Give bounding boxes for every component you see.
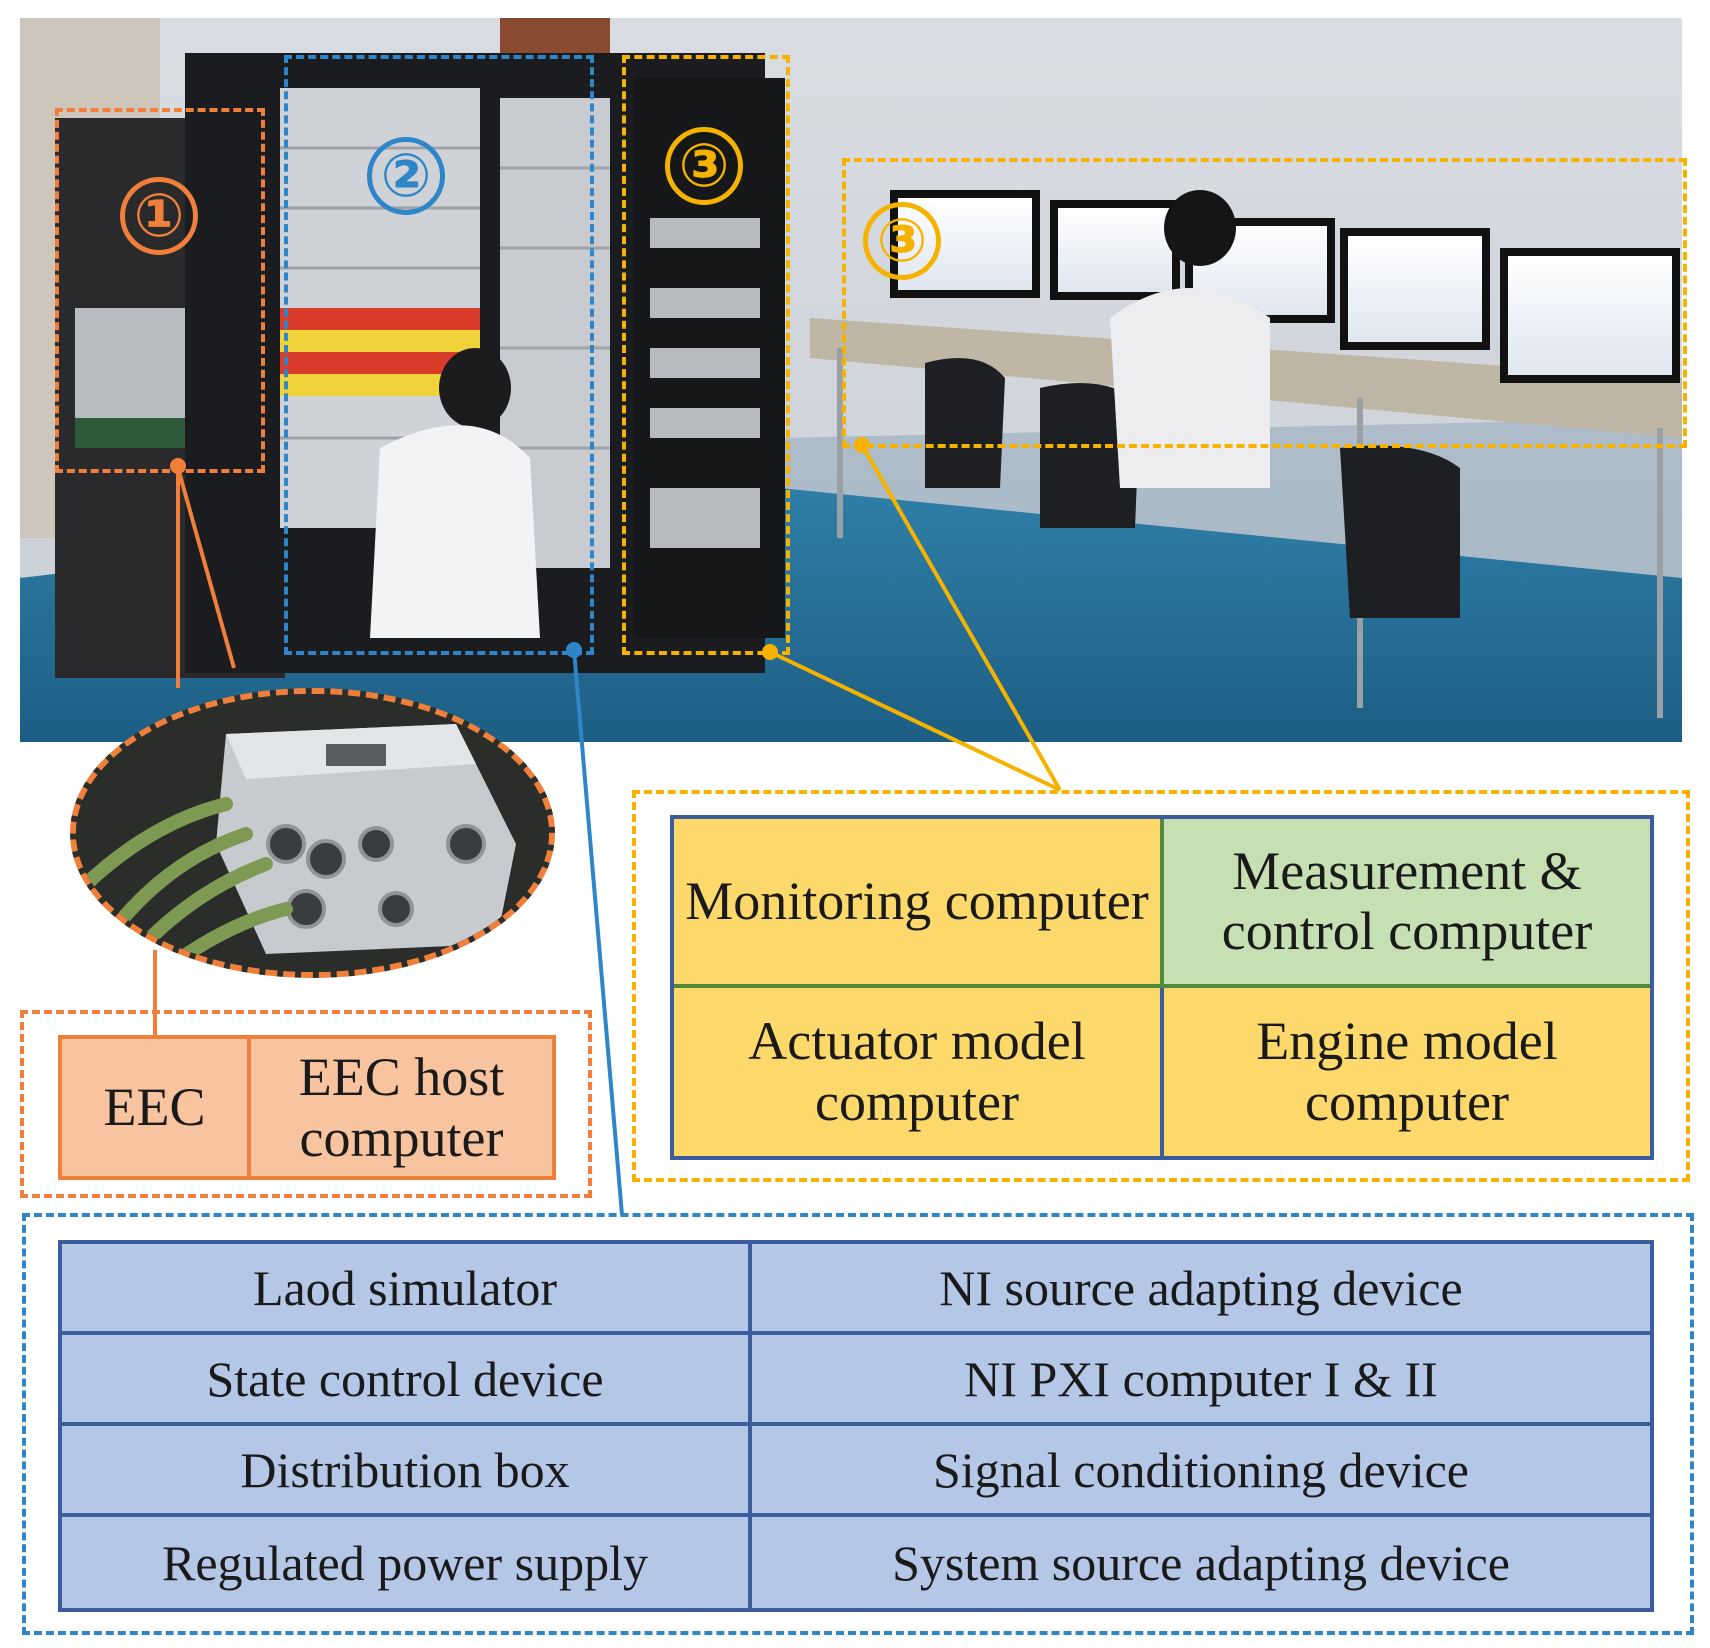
group3-rack-photo-box — [622, 55, 790, 655]
group1-photo-box — [55, 108, 265, 473]
ni-pxi-computer-cell: NI PXI computer I & II — [752, 1335, 1650, 1426]
group2-table: Laod simulator NI source adapting device… — [58, 1240, 1654, 1612]
marker-2: ② — [367, 137, 445, 215]
group3-desk-photo-box — [842, 158, 1687, 448]
group3-connector-line-a — [769, 650, 1061, 792]
marker-3-desk: ③ — [863, 202, 941, 280]
group1-table: EEC EEC host computer — [58, 1035, 556, 1180]
eec-host-computer-cell: EEC host computer — [298, 1047, 505, 1168]
group2-connector-dot — [566, 642, 582, 658]
monitoring-computer-cell: Monitoring computer — [674, 819, 1164, 988]
marker-3-rack: ③ — [665, 127, 743, 205]
group2-dashed-frame — [22, 1213, 1694, 1635]
eec-cell: EEC — [62, 1039, 251, 1176]
ni-source-adapting-device-cell: NI source adapting device — [752, 1244, 1650, 1335]
group2-photo-box — [284, 55, 594, 655]
group1-dashed-frame — [20, 1010, 592, 1198]
eec-closeup-inset — [70, 688, 555, 978]
actuator-model-computer-cell: Actuator model computer — [674, 987, 1164, 1156]
marker-1: ① — [120, 177, 198, 255]
signal-conditioning-device-cell: Signal conditioning device — [752, 1426, 1650, 1517]
group3-dashed-frame — [632, 790, 1690, 1182]
group3-table: Monitoring computer Measurement & contro… — [670, 815, 1654, 1160]
group1-connector-dot — [170, 458, 186, 474]
measurement-control-computer-cell: Measurement & control computer — [1164, 819, 1650, 988]
group3-connector-line-b — [860, 444, 1062, 791]
state-control-device-cell: State control device — [62, 1335, 752, 1426]
load-simulator-cell: Laod simulator — [62, 1244, 752, 1335]
distribution-box-cell: Distribution box — [62, 1426, 752, 1517]
engine-model-computer-cell: Engine model computer — [1164, 987, 1650, 1156]
group1-connector-line-b — [176, 467, 236, 669]
system-source-adapting-device-cell: System source adapting device — [892, 1534, 1510, 1591]
regulated-power-supply-cell: Regulated power supply — [62, 1517, 752, 1608]
group3-connector-dot-b — [854, 437, 870, 453]
eec-closeup-illustration — [76, 694, 549, 972]
group3-connector-dot-a — [762, 644, 778, 660]
group2-connector-line — [572, 649, 624, 1216]
